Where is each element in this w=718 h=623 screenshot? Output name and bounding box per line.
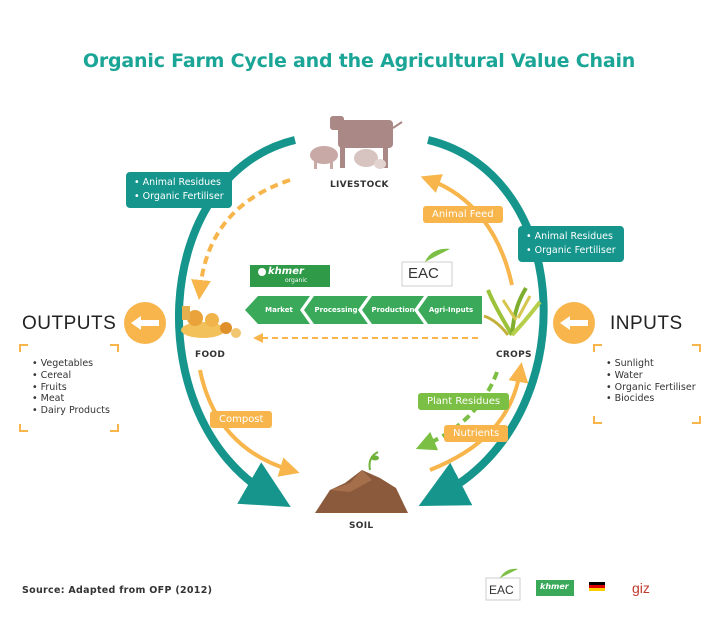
chain-step-production — [362, 296, 424, 324]
animal-feed-tag: Animal Feed — [423, 206, 503, 223]
food-icon — [181, 306, 241, 338]
outer-arrow-left — [174, 136, 296, 508]
left-flow-item: Organic Fertiliser — [142, 191, 224, 202]
bottom-eac-frame — [485, 577, 521, 601]
outer-arrow-right — [418, 136, 548, 507]
chain-label-agri-inputs: Agri-Inputs — [428, 306, 474, 314]
bottom-eac-text: EAC — [489, 583, 514, 597]
inputs-list-item: Sunlight — [606, 358, 696, 370]
crops-label: CROPS — [496, 350, 532, 360]
inputs-list-item: Water — [606, 370, 696, 382]
bottom-khmer-text: khmer — [540, 582, 569, 591]
chain-label-production: Production — [371, 306, 415, 314]
chain-step-agri-inputs — [418, 296, 482, 324]
compost-tag: Compost — [210, 411, 273, 428]
page-title: Organic Farm Cycle and the Agricultural … — [82, 50, 636, 72]
outputs-arrow-icon — [131, 316, 159, 330]
khmer-logo-text: khmer — [268, 266, 304, 277]
inputs-arrow-icon — [560, 316, 588, 330]
source-note: Source: Adapted from OFP (2012) — [22, 585, 213, 596]
food-label: FOOD — [195, 350, 226, 360]
value-chain — [245, 296, 482, 324]
chain-step-processing — [304, 296, 368, 324]
left-flow-item: Animal Residues — [142, 177, 221, 188]
arrow-soil-to-crops — [429, 362, 529, 472]
arrow-crops-to-soil — [415, 371, 499, 451]
left-flow-box: • Animal Residues • Organic Fertiliser — [126, 172, 232, 208]
inputs-list-item: Organic Fertiliser — [606, 382, 696, 394]
outputs-list: Vegetables Cereal Fruits Meat Dairy Prod… — [32, 358, 110, 417]
arrow-livestock-to-food — [191, 178, 291, 300]
eac-logo-text: EAC — [408, 265, 439, 282]
outputs-list-item: Vegetables — [32, 358, 110, 370]
bottom-khmer-frame — [536, 580, 574, 596]
outputs-heading: OUTPUTS — [22, 313, 117, 334]
right-flow-item: Organic Fertiliser — [534, 245, 616, 256]
outputs-list-item: Fruits — [32, 382, 110, 394]
chain-step-market — [245, 296, 310, 324]
right-flow-item: Animal Residues — [534, 231, 613, 242]
eac-logo-frame — [401, 261, 453, 287]
outputs-bracket — [19, 344, 119, 432]
arrow-food-to-soil — [198, 369, 300, 477]
inputs-list-item: Biocides — [606, 393, 696, 405]
khmer-leaf-icon — [258, 268, 266, 276]
right-flow-box: • Animal Residues • Organic Fertiliser — [518, 226, 624, 262]
outputs-list-item: Meat — [32, 393, 110, 405]
giz-logo-text: giz — [632, 580, 650, 596]
outputs-list-item: Cereal — [32, 370, 110, 382]
khmer-logo-subtext: organic — [285, 277, 308, 284]
germany-flag-icon — [589, 582, 605, 591]
nutrients-tag: Nutrients — [444, 425, 509, 442]
crops-icon — [483, 286, 542, 337]
livestock-icon — [310, 116, 403, 169]
inputs-heading: INPUTS — [610, 313, 683, 334]
inputs-bracket — [593, 344, 701, 424]
outputs-list-item: Dairy Products — [32, 405, 110, 417]
chain-label-processing: Processing — [314, 306, 358, 314]
khmer-logo-frame — [250, 265, 330, 287]
inputs-list: Sunlight Water Organic Fertiliser Biocid… — [606, 358, 696, 405]
livestock-label: LIVESTOCK — [330, 180, 389, 190]
chain-label-market: Market — [265, 306, 293, 314]
soil-icon — [315, 451, 408, 513]
eac-leaf-icon — [425, 248, 450, 262]
soil-label: SOIL — [349, 521, 374, 531]
plant-residues-tag: Plant Residues — [418, 393, 510, 410]
